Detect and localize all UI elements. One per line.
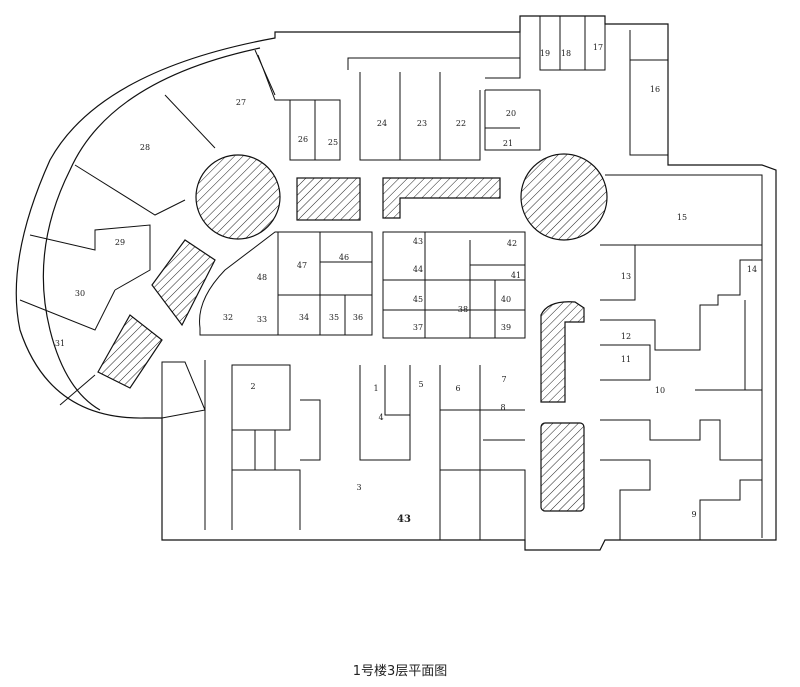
unit-number-28: 28 [140,143,150,152]
unit-number-23: 23 [417,119,427,128]
unit-number-4: 4 [378,413,383,422]
unit-number-44: 44 [413,265,423,274]
unit-number-14: 14 [747,265,757,274]
unit-number-17: 17 [593,43,603,52]
unit-number-29: 29 [115,238,125,247]
unit-number-39: 39 [501,323,511,332]
unit-number-32: 32 [223,313,233,322]
void-center-a [296,177,361,221]
atrium-right [520,153,608,241]
unit-number-7: 7 [501,375,506,384]
unit-number-15: 15 [677,213,687,222]
void-center-b [382,177,501,219]
unit-number-2: 2 [250,382,255,391]
unit-number-9: 9 [691,510,696,519]
unit-number-45: 45 [413,295,423,304]
unit-number-35: 35 [329,313,339,322]
unit-number-3: 3 [356,483,361,492]
unit-number-11: 11 [621,355,631,364]
unit-number-31: 31 [55,339,65,348]
unit-number-37: 37 [413,323,423,332]
unit-number-24: 24 [377,119,387,128]
unit-number-34: 34 [299,313,309,322]
zone-label-43: 43 [397,514,411,525]
void-left-b [97,314,163,389]
unit-number-26: 26 [298,135,308,144]
unit-number-21: 21 [503,139,513,148]
unit-number-18: 18 [561,49,571,58]
unit-number-48: 48 [257,273,267,282]
unit-number-27: 27 [236,98,246,107]
unit-number-38: 38 [458,305,468,314]
unit-number-22: 22 [456,119,466,128]
unit-number-16: 16 [650,85,660,94]
unit-number-41: 41 [511,271,521,280]
unit-number-13: 13 [621,272,631,281]
unit-number-19: 19 [540,49,550,58]
unit-number-30: 30 [75,289,85,298]
unit-number-25: 25 [328,138,338,147]
void-right-a [540,301,585,403]
void-right-b [540,422,585,512]
unit-number-8: 8 [500,403,505,412]
plan-title: 1号楼3层平面图 [352,664,448,679]
unit-number-1: 1 [373,384,378,393]
atrium-left [195,154,281,240]
unit-number-43: 43 [413,237,423,246]
unit-number-33: 33 [257,315,267,324]
unit-number-5: 5 [418,380,423,389]
unit-number-40: 40 [501,295,511,304]
void-left-a [151,239,216,327]
unit-number-42: 42 [507,239,517,248]
unit-number-6: 6 [455,384,460,393]
unit-number-12: 12 [621,332,631,341]
outer-wall [15,15,777,551]
curved-inner-wall [42,47,261,411]
unit-number-10: 10 [655,386,665,395]
unit-number-20: 20 [506,109,516,118]
unit-number-36: 36 [353,313,363,322]
unit-number-46: 46 [339,253,349,262]
unit-number-47: 47 [297,261,307,270]
